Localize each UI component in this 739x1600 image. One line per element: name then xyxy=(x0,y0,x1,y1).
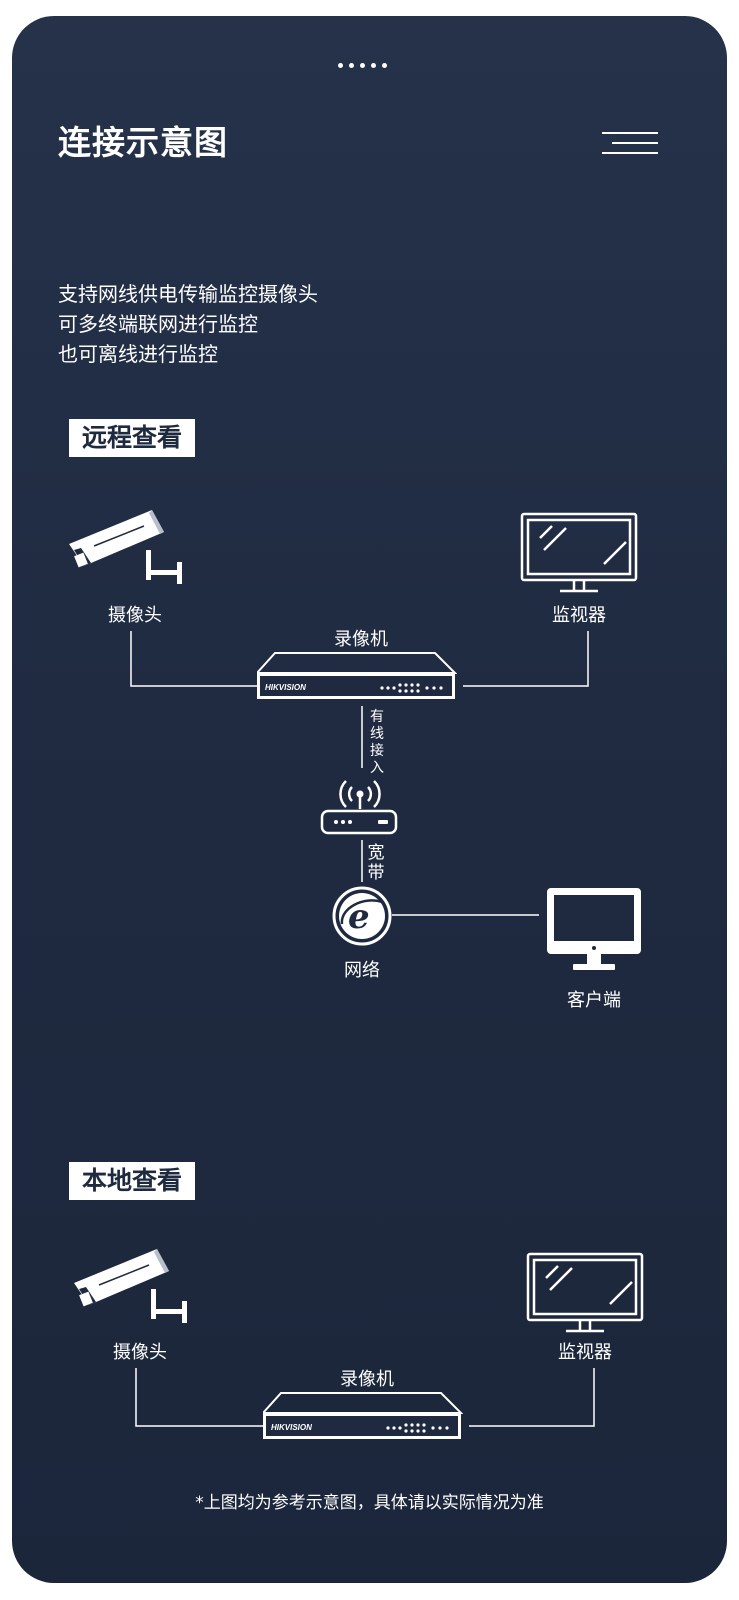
client-monitor-icon xyxy=(547,888,641,970)
local-view-tag: 本地查看 xyxy=(69,1162,196,1200)
local-nvr-icon: HIKVISION xyxy=(263,1392,463,1439)
client-label: 客户端 xyxy=(567,990,621,1011)
intro-line-2: 可多终端联网进行监控 xyxy=(58,312,258,336)
camera-label: 摄像头 xyxy=(108,605,162,626)
internet-explorer-icon: e xyxy=(332,886,392,946)
local-camera-label: 摄像头 xyxy=(113,1342,167,1363)
wired-access-label: 有 线 接 入 xyxy=(370,709,384,776)
svg-text:e: e xyxy=(348,897,370,937)
remote-view-tag: 远程查看 xyxy=(69,419,196,457)
intro-line-3: 也可离线进行监控 xyxy=(58,342,218,366)
local-monitor-icon xyxy=(526,1252,644,1333)
camera-icon xyxy=(69,510,182,584)
nvr-brand: HIKVISION xyxy=(265,683,306,692)
hamburger-menu-icon[interactable] xyxy=(598,132,658,158)
diagram-card: 连接示意图 支持网线供电传输监控摄像头 可多终端联网进行监控 也可离线进行监控 … xyxy=(12,16,727,1583)
local-camera-icon xyxy=(74,1249,187,1323)
local-nvr-label: 录像机 xyxy=(340,1369,394,1390)
monitor-icon xyxy=(520,512,638,593)
footnote: *上图均为参考示意图，具体请以实际情况为准 xyxy=(195,1493,544,1513)
network-label: 网络 xyxy=(344,960,380,981)
page-indicator-dots xyxy=(338,63,387,68)
connection-lines xyxy=(130,631,595,1427)
page-title: 连接示意图 xyxy=(58,123,228,162)
router-icon xyxy=(320,780,398,835)
local-nvr-brand: HIKVISION xyxy=(271,1423,312,1432)
broadband-label: 宽 带 xyxy=(367,843,385,883)
intro-text: 支持网线供电传输监控摄像头 可多终端联网进行监控 也可离线进行监控 xyxy=(58,279,318,369)
nvr-label: 录像机 xyxy=(334,629,388,650)
monitor-label: 监视器 xyxy=(552,605,606,626)
local-monitor-label: 监视器 xyxy=(558,1342,612,1363)
intro-line-1: 支持网线供电传输监控摄像头 xyxy=(58,282,318,306)
nvr-icon: HIKVISION xyxy=(257,652,457,699)
